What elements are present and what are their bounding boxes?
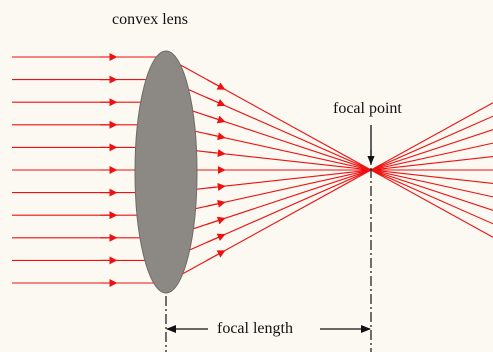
refracted-ray-arrow bbox=[206, 182, 226, 191]
refracted-ray-arrow bbox=[206, 79, 226, 90]
convex-lens-shape bbox=[134, 50, 198, 294]
refracted-ray-arrow bbox=[206, 149, 226, 158]
refracted-ray-arrow bbox=[206, 97, 226, 107]
refracted-ray-arrow bbox=[206, 250, 226, 261]
refracted-ray-arrow bbox=[206, 199, 226, 208]
refracted-ray-arrow bbox=[206, 132, 226, 141]
lens-label: convex lens bbox=[112, 11, 188, 28]
refracted-ray-arrow bbox=[206, 233, 226, 243]
focal-length-label: focal length bbox=[214, 321, 296, 337]
light-rays bbox=[12, 53, 493, 287]
refracted-ray-arrow bbox=[206, 115, 226, 124]
refracted-ray-arrow bbox=[206, 216, 226, 225]
focal-point-label: focal point bbox=[333, 100, 402, 117]
